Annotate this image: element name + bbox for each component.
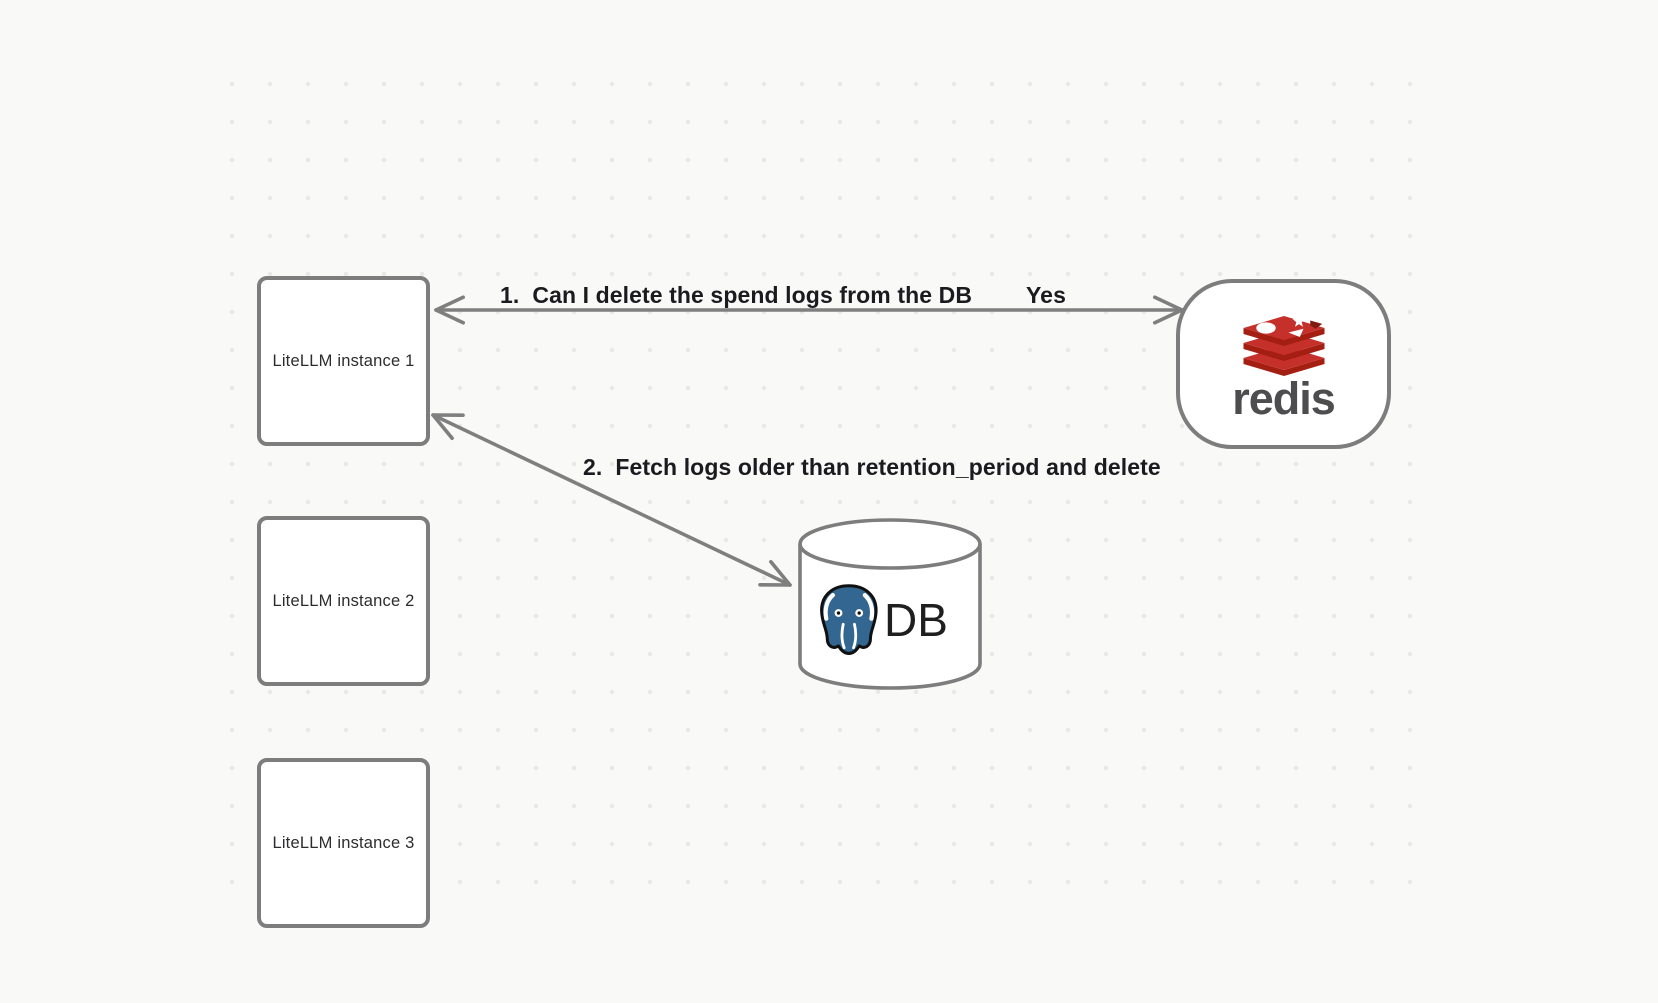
- postgresql-elephant-icon: [820, 584, 878, 655]
- edge-label-2[interactable]: 2. Fetch logs older than retention_perio…: [583, 454, 1161, 480]
- litellm-instance-3-label: LiteLLM instance 3: [272, 833, 415, 852]
- arrow-fetch-and-delete[interactable]: [431, 413, 792, 587]
- litellm-instance-2-node[interactable]: LiteLLM instance 2: [257, 516, 430, 686]
- redis-wordmark: redis: [1232, 373, 1336, 424]
- edge-label-1-response[interactable]: Yes: [1026, 282, 1066, 308]
- postgres-db-node[interactable]: DB: [794, 514, 986, 692]
- litellm-instance-1-label: LiteLLM instance 1: [272, 351, 415, 370]
- redis-stack-icon: [1243, 314, 1325, 376]
- edge-label-1[interactable]: 1. Can I delete the spend logs from the …: [500, 282, 973, 308]
- db-label: DB: [884, 594, 948, 646]
- db-cylinder: DB: [798, 518, 982, 690]
- redis-node[interactable]: redis: [1176, 279, 1391, 449]
- litellm-instance-2-label: LiteLLM instance 2: [272, 591, 415, 610]
- litellm-instance-3-node[interactable]: LiteLLM instance 3: [257, 758, 430, 928]
- litellm-instance-1-node[interactable]: LiteLLM instance 1: [257, 276, 430, 446]
